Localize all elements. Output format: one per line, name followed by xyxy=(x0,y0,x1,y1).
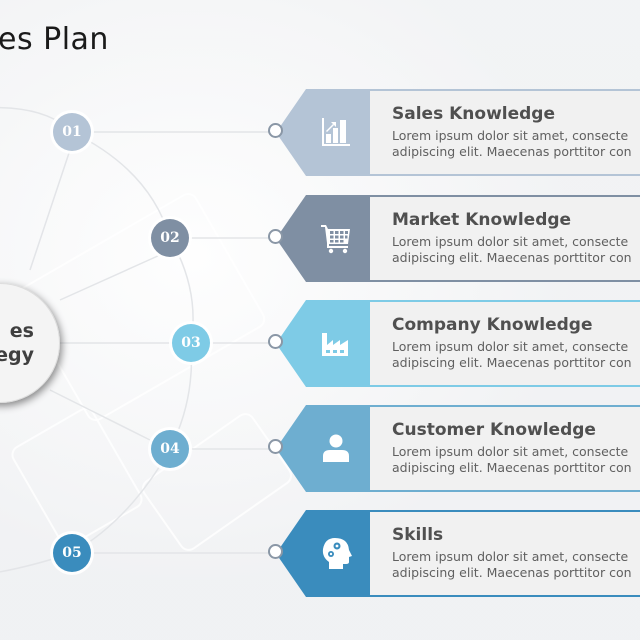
step-number-05: 05 xyxy=(53,534,91,572)
item-description-line1: Lorem ipsum dolor sit amet, consecte xyxy=(392,234,629,249)
shopping-cart-icon xyxy=(321,225,350,254)
item-description-line1: Lorem ipsum dolor sit amet, consecte xyxy=(392,549,629,564)
slide-title: es Plan xyxy=(0,22,109,57)
hub-label: es egy xyxy=(0,319,60,367)
step-number-04: 04 xyxy=(151,430,189,468)
item-description: Lorem ipsum dolor sit amet, consecte adi… xyxy=(392,128,632,160)
item-description-line2: adipiscing elit. Maecenas porttitor con xyxy=(392,565,632,580)
item-sales-knowledge: Sales Knowledge Lorem ipsum dolor sit am… xyxy=(268,89,640,176)
item-description-line2: adipiscing elit. Maecenas porttitor con xyxy=(392,250,632,265)
step-number-03: 03 xyxy=(172,324,210,362)
item-description: Lorem ipsum dolor sit amet, consecte adi… xyxy=(392,549,632,581)
connector-dot xyxy=(268,123,283,138)
item-description-line1: Lorem ipsum dolor sit amet, consecte xyxy=(392,444,629,459)
connector-dot xyxy=(268,229,283,244)
item-title: Market Knowledge xyxy=(392,210,572,230)
user-icon xyxy=(323,434,349,462)
factory-icon xyxy=(322,333,348,356)
hub-label-line2: egy xyxy=(0,344,34,366)
item-card: Customer Knowledge Lorem ipsum dolor sit… xyxy=(370,405,640,492)
step-number-02: 02 xyxy=(151,219,189,257)
item-description-line2: adipiscing elit. Maecenas porttitor con xyxy=(392,355,632,370)
item-company-knowledge: Company Knowledge Lorem ipsum dolor sit … xyxy=(268,300,640,387)
item-card: Sales Knowledge Lorem ipsum dolor sit am… xyxy=(370,89,640,176)
item-description: Lorem ipsum dolor sit amet, consecte adi… xyxy=(392,234,632,266)
item-title: Customer Knowledge xyxy=(392,420,596,440)
item-card: Skills Lorem ipsum dolor sit amet, conse… xyxy=(370,510,640,597)
item-market-knowledge: Market Knowledge Lorem ipsum dolor sit a… xyxy=(268,195,640,282)
bar-chart-growth-icon xyxy=(322,118,350,146)
item-description: Lorem ipsum dolor sit amet, consecte adi… xyxy=(392,444,632,476)
item-card: Company Knowledge Lorem ipsum dolor sit … xyxy=(370,300,640,387)
item-description-line1: Lorem ipsum dolor sit amet, consecte xyxy=(392,339,629,354)
item-description-line1: Lorem ipsum dolor sit amet, consecte xyxy=(392,128,629,143)
item-description-line2: adipiscing elit. Maecenas porttitor con xyxy=(392,144,632,159)
item-title: Company Knowledge xyxy=(392,315,593,335)
head-gears-icon xyxy=(322,538,352,569)
item-description: Lorem ipsum dolor sit amet, consecte adi… xyxy=(392,339,632,371)
item-title: Skills xyxy=(392,525,444,545)
step-number-01: 01 xyxy=(53,113,91,151)
item-title: Sales Knowledge xyxy=(392,104,555,124)
hub-label-line1: es xyxy=(9,320,34,342)
item-customer-knowledge: Customer Knowledge Lorem ipsum dolor sit… xyxy=(268,405,640,492)
connector-dot xyxy=(268,439,283,454)
connector-dot xyxy=(268,544,283,559)
item-skills: Skills Lorem ipsum dolor sit amet, conse… xyxy=(268,510,640,597)
item-description-line2: adipiscing elit. Maecenas porttitor con xyxy=(392,460,632,475)
item-card: Market Knowledge Lorem ipsum dolor sit a… xyxy=(370,195,640,282)
connector-dot xyxy=(268,334,283,349)
